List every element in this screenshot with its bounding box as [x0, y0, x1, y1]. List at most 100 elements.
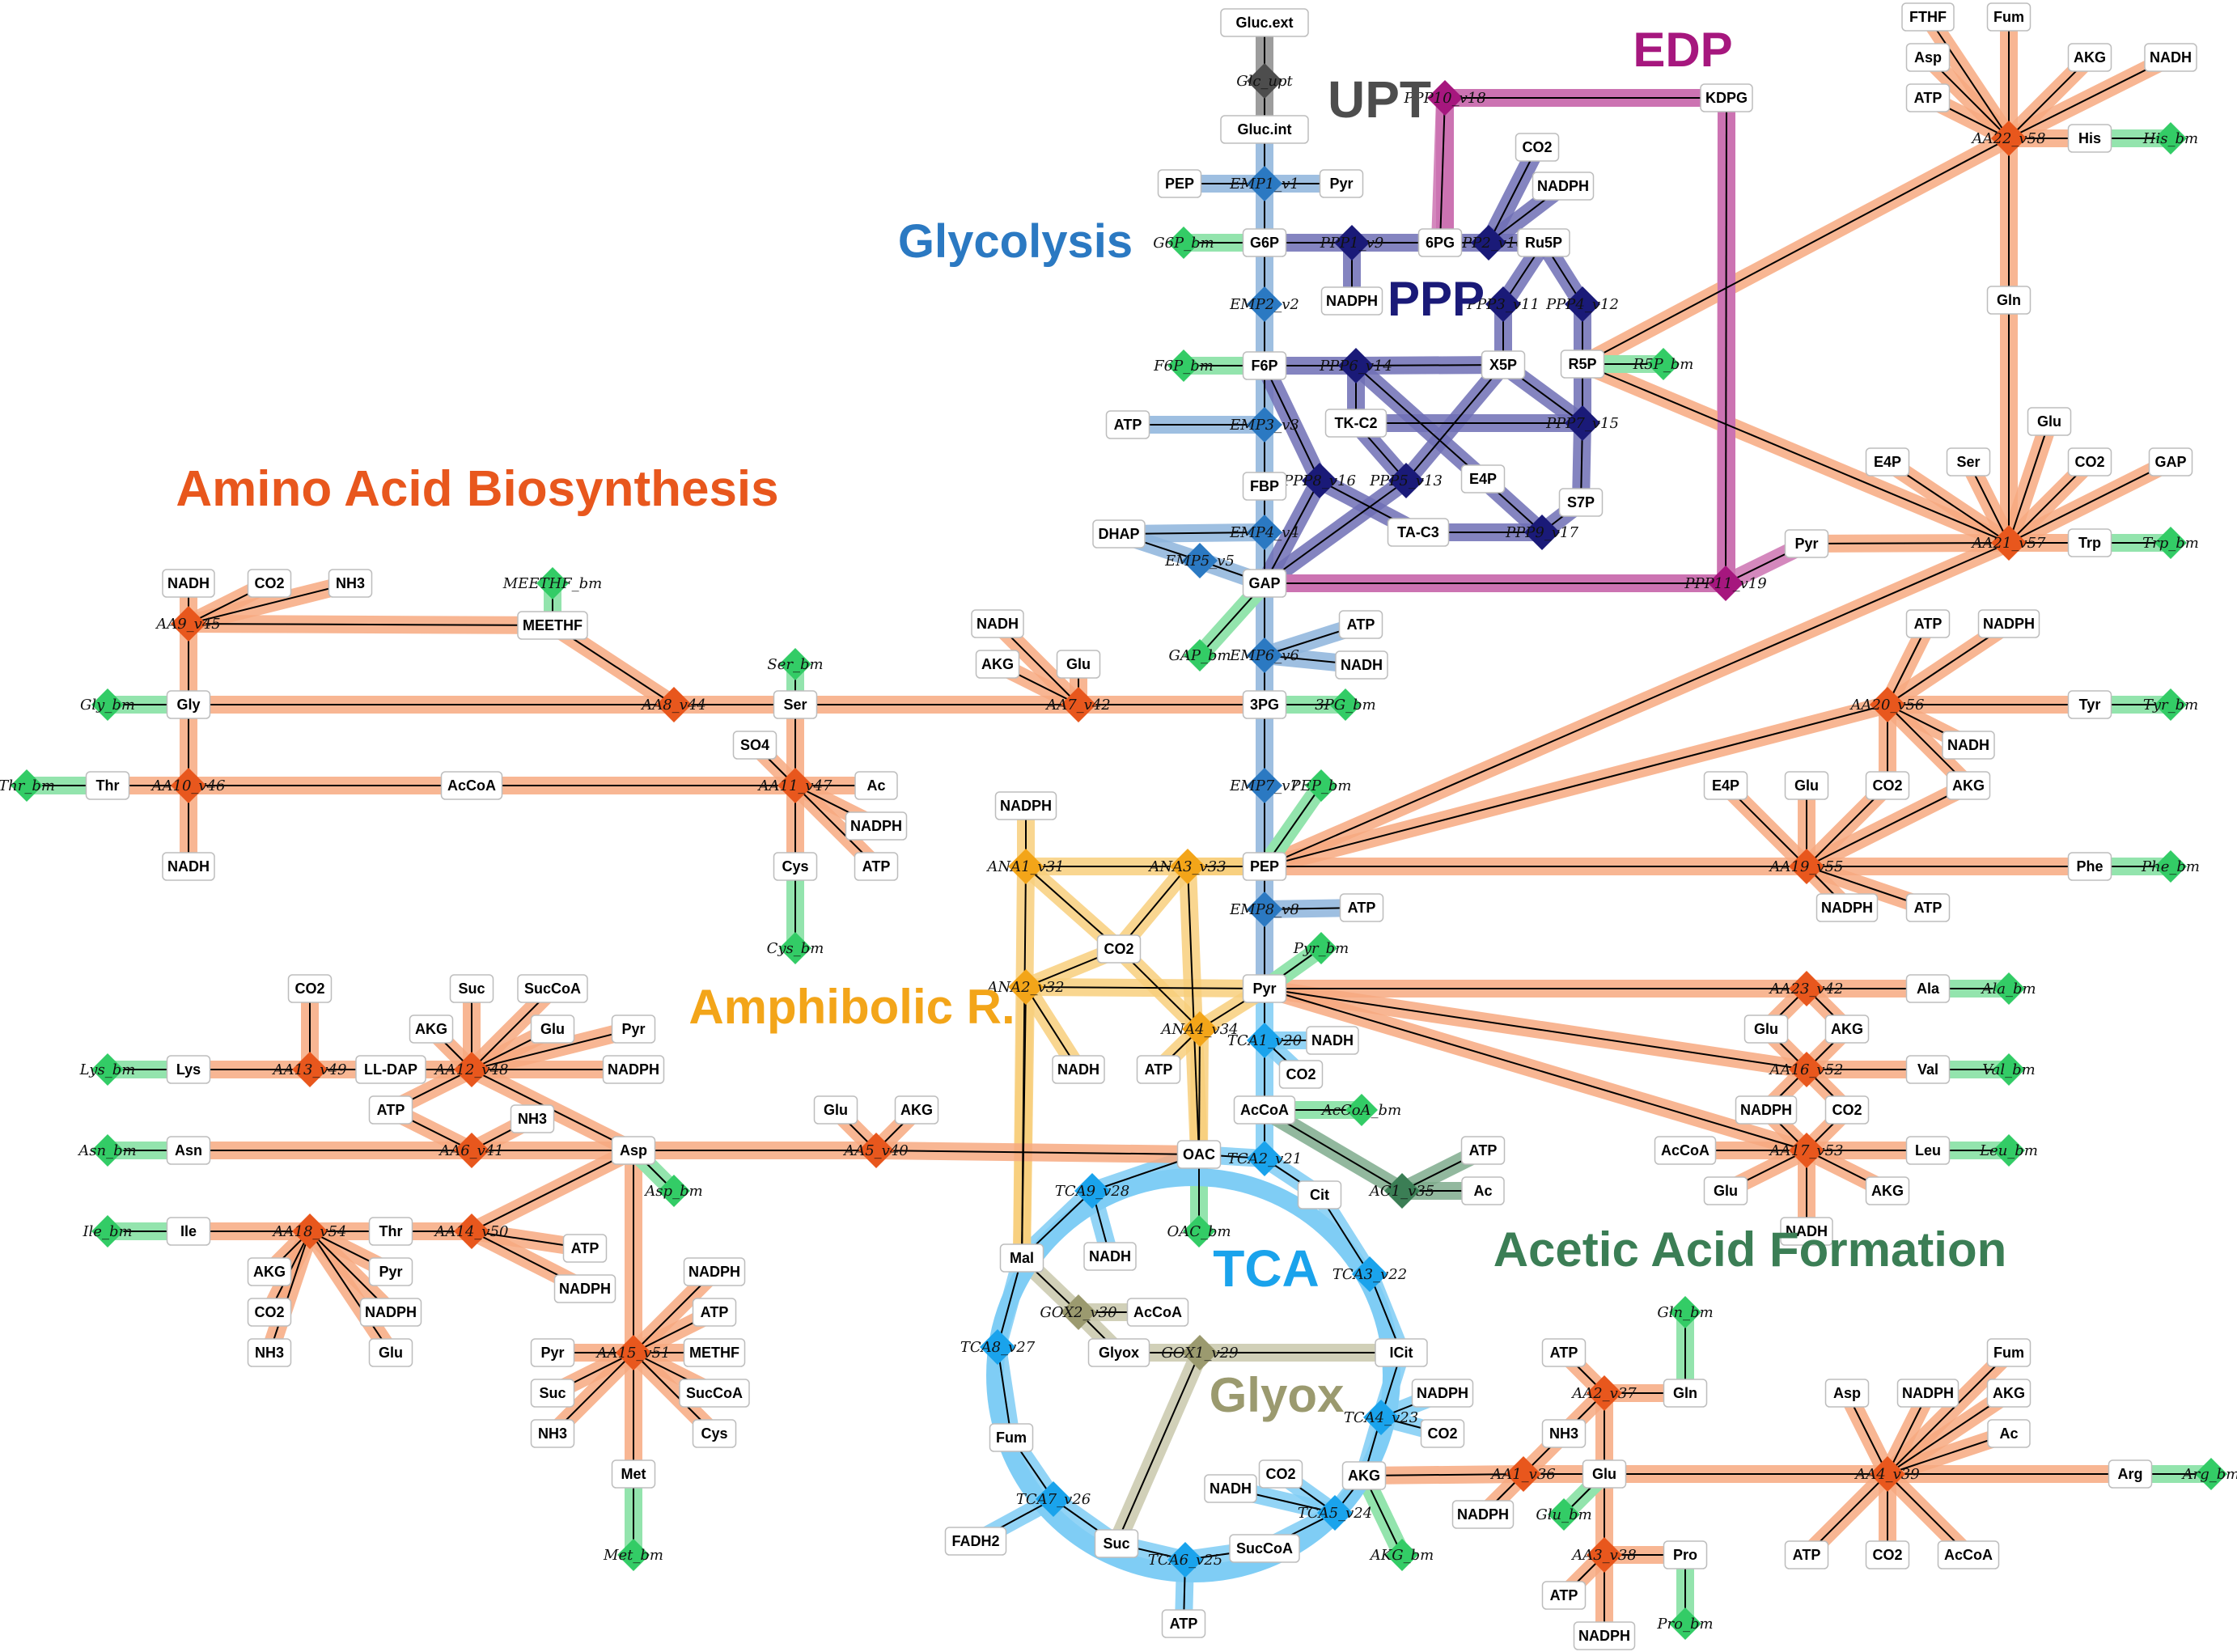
metabolite-akg[interactable]: AKG [1946, 771, 1991, 800]
biomass-node-glu-bm[interactable] [1548, 1498, 1580, 1531]
reaction-node-ppp2-v10[interactable] [1471, 225, 1506, 261]
metabolite-trp[interactable]: Trp [2067, 528, 2112, 557]
reaction-node-tca3-v22[interactable] [1352, 1256, 1388, 1292]
biomass-node-r5p-bm[interactable] [1647, 348, 1680, 380]
metabolite-dhap[interactable]: DHAP [1092, 519, 1146, 549]
reaction-node-aa7-v42[interactable] [1061, 687, 1096, 722]
metabolite-atp[interactable]: ATP [1161, 1609, 1206, 1638]
metabolite-e4p[interactable]: E4P [1703, 771, 1748, 800]
metabolite-nadph[interactable]: NADPH [1735, 1095, 1798, 1125]
reaction-node-ppp6-v14[interactable] [1338, 348, 1374, 383]
metabolite-ta-c3[interactable]: TA-C3 [1387, 518, 1450, 547]
metabolite-akg[interactable]: AKG [894, 1095, 939, 1125]
metabolite-co2[interactable]: CO2 [1096, 934, 1142, 964]
metabolite-atp[interactable]: ATP [1541, 1581, 1587, 1610]
metabolite-glyox[interactable]: Glyox [1087, 1338, 1150, 1367]
metabolite-atp[interactable]: ATP [1784, 1540, 1829, 1569]
metabolite-gln[interactable]: Gln [1663, 1379, 1708, 1408]
metabolite-nadh[interactable]: NADH [1335, 650, 1388, 680]
metabolite-accoa[interactable]: AcCoA [1233, 1095, 1296, 1125]
metabolite-glu[interactable]: Glu [1703, 1176, 1748, 1205]
metabolite-pyr[interactable]: Pyr [611, 1014, 656, 1044]
metabolite-akg[interactable]: AKG [409, 1014, 454, 1044]
metabolite-co2[interactable]: CO2 [1865, 771, 1910, 800]
metabolite-co2[interactable]: CO2 [1258, 1459, 1303, 1489]
reaction-node-emp4-v4[interactable] [1247, 515, 1282, 550]
reaction-node-ppp8-v16[interactable] [1302, 463, 1337, 498]
reaction-node-aa1-v36[interactable] [1506, 1456, 1541, 1492]
metabolite-co2[interactable]: CO2 [1278, 1060, 1324, 1089]
metabolite-nh3[interactable]: NH3 [1541, 1419, 1587, 1448]
metabolite-atp[interactable]: ATP [854, 852, 899, 881]
metabolite-akg[interactable]: AKG [1865, 1176, 1910, 1205]
metabolite-fum[interactable]: Fum [1986, 1338, 2032, 1367]
metabolite-glu[interactable]: Glu [813, 1095, 858, 1125]
reaction-node-emp1-v1[interactable] [1247, 166, 1282, 201]
reaction-node-emp6-v6[interactable] [1247, 638, 1282, 673]
metabolite-accoa[interactable]: AcCoA [1654, 1136, 1717, 1165]
metabolite-ile[interactable]: Ile [166, 1217, 211, 1246]
biomass-node-his-bm[interactable] [2154, 122, 2187, 155]
metabolite-met[interactable]: Met [611, 1459, 656, 1489]
metabolite-akg[interactable]: AKG [1986, 1379, 2032, 1408]
metabolite-nh3[interactable]: NH3 [247, 1338, 292, 1367]
metabolite-nadh[interactable]: NADH [2144, 43, 2197, 72]
biomass-node-g6p-bm[interactable] [1167, 227, 1200, 259]
metabolite-akg[interactable]: AKG [975, 650, 1020, 679]
metabolite-cys[interactable]: Cys [773, 852, 818, 881]
reaction-node-aa13-v49[interactable] [292, 1052, 328, 1087]
metabolite-pep[interactable]: PEP [1242, 852, 1287, 881]
reaction-node-ac1-v35[interactable] [1384, 1173, 1420, 1209]
reaction-node-tca2-v21[interactable] [1247, 1141, 1282, 1176]
metabolite-atp[interactable]: ATP [368, 1095, 413, 1125]
reaction-node-tca9-v28[interactable] [1074, 1173, 1110, 1209]
metabolite-ru5p[interactable]: Ru5P [1517, 228, 1570, 257]
biomass-node-oac-bm[interactable] [1183, 1215, 1215, 1247]
metabolite-atp[interactable]: ATP [1105, 410, 1150, 439]
metabolite-atp[interactable]: ATP [1136, 1055, 1181, 1084]
metabolite-nadh[interactable]: NADH [1052, 1055, 1105, 1084]
reaction-node-tca6-v25[interactable] [1167, 1542, 1203, 1578]
metabolite-nh3[interactable]: NH3 [510, 1104, 555, 1133]
metabolite-ac[interactable]: Ac [854, 771, 898, 800]
reaction-node-tca4-v23[interactable] [1363, 1400, 1399, 1435]
metabolite-nadh[interactable]: NADH [971, 609, 1024, 638]
metabolite-co2[interactable]: CO2 [247, 569, 292, 598]
metabolite-glu[interactable]: Glu [530, 1014, 575, 1044]
metabolite-pro[interactable]: Pro [1663, 1540, 1708, 1569]
metabolite-asn[interactable]: Asn [166, 1136, 211, 1165]
metabolite-ala[interactable]: Ala [1905, 974, 1951, 1003]
metabolite-ser[interactable]: Ser [1946, 447, 1991, 477]
metabolite-gluc-int[interactable]: Gluc.int [1220, 115, 1309, 144]
metabolite-asp[interactable]: Asp [611, 1136, 656, 1165]
metabolite-pyr[interactable]: Pyr [368, 1257, 413, 1286]
reaction-node-ppp3-v11[interactable] [1485, 286, 1521, 322]
reaction-node-emp7-v7[interactable] [1247, 768, 1282, 803]
metabolite-nadh[interactable]: NADH [1306, 1026, 1359, 1055]
reaction-node-gox2-v30[interactable] [1061, 1294, 1096, 1330]
metabolite-nadph[interactable]: NADPH [1815, 893, 1879, 922]
reaction-node-aa14-v50[interactable] [454, 1214, 489, 1249]
metabolite-nadph[interactable]: NADPH [1411, 1379, 1474, 1408]
biomass-node-arg-bm[interactable] [2195, 1458, 2227, 1490]
reaction-node-tca5-v24[interactable] [1317, 1495, 1353, 1531]
metabolite-glu[interactable]: Glu [1743, 1014, 1789, 1044]
metabolite-nadph[interactable]: NADPH [1532, 172, 1595, 201]
biomass-node-leu-bm[interactable] [1993, 1134, 2025, 1167]
reaction-node-ppp1-v9[interactable] [1334, 225, 1370, 261]
metabolite-leu[interactable]: Leu [1905, 1136, 1951, 1165]
reaction-node-aa23-v42[interactable] [1789, 971, 1824, 1006]
reaction-node-ppp5-v13[interactable] [1388, 463, 1424, 498]
metabolite-nadph[interactable]: NADPH [845, 811, 908, 841]
reaction-node-ppp7-v15[interactable] [1565, 405, 1600, 441]
metabolite-gluc-ext[interactable]: Gluc.ext [1220, 8, 1309, 37]
metabolite-accoa[interactable]: AcCoA [440, 771, 503, 800]
metabolite-co2[interactable]: CO2 [1865, 1540, 1910, 1569]
metabolite-pyr[interactable]: Pyr [1242, 974, 1287, 1003]
reaction-node-aa18-v54[interactable] [292, 1214, 328, 1249]
metabolite-atp[interactable]: ATP [1460, 1136, 1506, 1165]
reaction-node-tca1-v20[interactable] [1247, 1023, 1282, 1058]
metabolite-akg[interactable]: AKG [247, 1257, 292, 1286]
metabolite-nadh[interactable]: NADH [1780, 1217, 1833, 1246]
biomass-node-pyr-bm[interactable] [1305, 932, 1337, 964]
